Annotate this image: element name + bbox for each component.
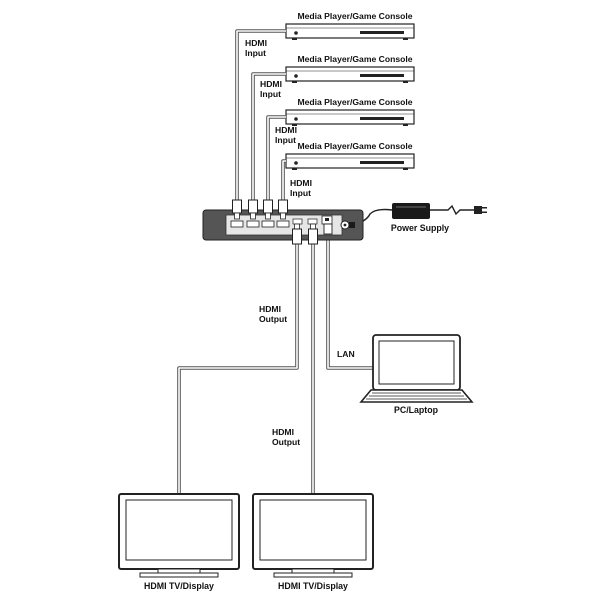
source-label-1: Media Player/Game Console xyxy=(297,11,412,21)
hdmi-input-cable-4 xyxy=(281,159,286,200)
input-label-4-line1: HDMI xyxy=(290,178,312,188)
input-label-4-line2: Input xyxy=(290,188,311,198)
output-label-1-line2: Output xyxy=(259,314,287,324)
input-label-2: HDMI Input xyxy=(260,79,284,99)
output-label-1: HDMI Output xyxy=(259,304,287,324)
source-label-4: Media Player/Game Console xyxy=(297,141,412,151)
output-label-2-line1: HDMI xyxy=(272,427,294,437)
input-label-3-line2: Input xyxy=(275,135,296,145)
input-label-3-line1: HDMI xyxy=(275,125,297,135)
power-adapter xyxy=(392,203,430,219)
display-label-1: HDMI TV/Display xyxy=(144,581,214,591)
laptop-icon xyxy=(359,334,474,403)
hdmi-input-cable-2 xyxy=(251,72,286,200)
output-label-2-line2: Output xyxy=(272,437,300,447)
laptop-label: PC/Laptop xyxy=(394,405,439,415)
source-device-3 xyxy=(285,109,415,126)
power-plug-icon xyxy=(474,206,487,214)
display-label-2: HDMI TV/Display xyxy=(278,581,348,591)
display-icon-1 xyxy=(118,493,240,578)
power-supply-label: Power Supply xyxy=(391,223,449,233)
hdmi-input-cable-3 xyxy=(266,115,286,200)
source-device-1 xyxy=(285,23,415,40)
lan-cable xyxy=(326,232,373,370)
hdmi-output-cable-1 xyxy=(177,244,299,494)
input-label-1-line1: HDMI xyxy=(245,38,267,48)
input-label-4: HDMI Input xyxy=(290,178,314,198)
hdmi-input-cable-1 xyxy=(235,29,286,200)
source-label-3: Media Player/Game Console xyxy=(297,97,412,107)
output-label-2: HDMI Output xyxy=(272,427,300,447)
lan-label: LAN xyxy=(337,349,355,359)
input-label-1-line2: Input xyxy=(245,48,266,58)
input-label-3: HDMI Input xyxy=(275,125,299,145)
display-icon-2 xyxy=(252,493,374,578)
source-device-2 xyxy=(285,66,415,83)
hdmi-output-connectors xyxy=(292,223,333,245)
output-label-1-line1: HDMI xyxy=(259,304,281,314)
input-label-2-line1: HDMI xyxy=(260,79,282,89)
input-label-2-line2: Input xyxy=(260,89,281,99)
source-label-2: Media Player/Game Console xyxy=(297,54,412,64)
power-jack-plug xyxy=(349,222,355,228)
hdmi-switch-device xyxy=(202,209,364,241)
hdmi-input-connectors xyxy=(232,199,288,220)
input-label-1: HDMI Input xyxy=(245,38,269,58)
source-device-4 xyxy=(285,153,415,170)
